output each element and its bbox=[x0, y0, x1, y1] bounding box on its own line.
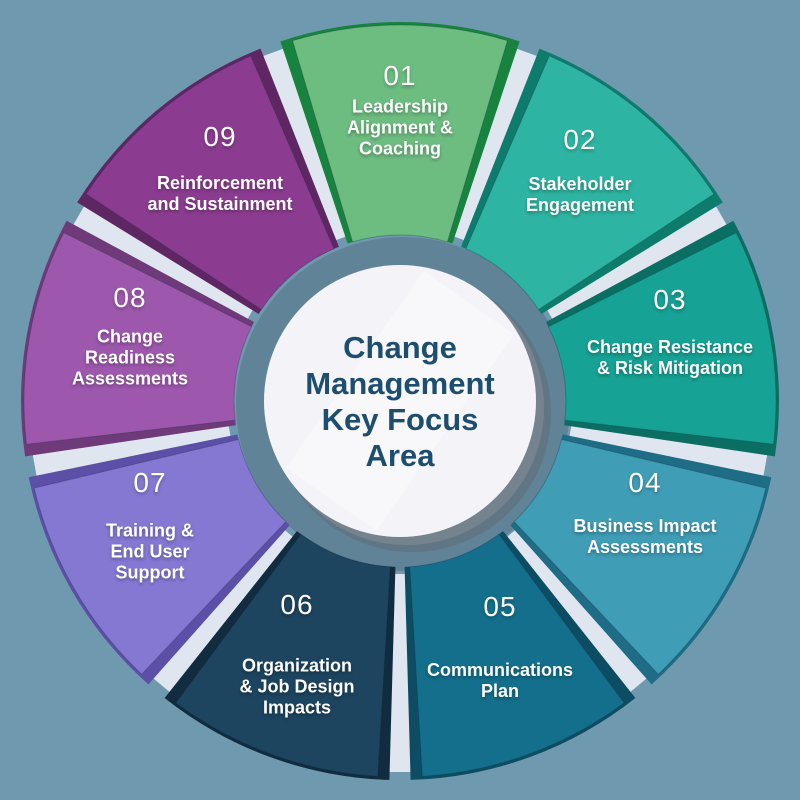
title-line: Change bbox=[343, 330, 457, 365]
separator-wedge bbox=[543, 193, 735, 325]
segment-02-wedge bbox=[465, 55, 715, 311]
segment-05-wedge bbox=[409, 533, 625, 777]
label-line: Stakeholder bbox=[528, 174, 632, 194]
segment-04-number: 04 bbox=[628, 467, 662, 498]
separator-wedge bbox=[141, 525, 298, 702]
label-line: Coaching bbox=[358, 138, 441, 159]
label-line: Alignment & bbox=[347, 117, 453, 138]
segment-03-label: Change Resistance& Risk Mitigation bbox=[587, 337, 753, 379]
segment-08-number: 08 bbox=[113, 282, 147, 313]
segment-08-wedge bbox=[23, 231, 253, 445]
label-line: Readiness bbox=[84, 347, 176, 368]
label-line: Leadership bbox=[351, 96, 449, 117]
title-line: Key Focus bbox=[321, 402, 479, 437]
label-line: Support bbox=[115, 562, 185, 583]
label-line: Reinforcement bbox=[156, 173, 284, 193]
segment-07-wedge bbox=[33, 438, 287, 675]
label-line: End User bbox=[110, 541, 190, 562]
label-line: Training & bbox=[105, 520, 195, 541]
segment-01-number: 01 bbox=[383, 60, 417, 91]
label-line: & Risk Mitigation bbox=[596, 358, 743, 378]
segment-03-number: 03 bbox=[653, 284, 687, 315]
label-line: Communications bbox=[426, 660, 574, 680]
segment-07-number: 07 bbox=[133, 467, 167, 498]
segment-02-number: 02 bbox=[563, 124, 597, 155]
segment-04-wedge bbox=[513, 438, 767, 675]
title-line: Area bbox=[365, 438, 435, 473]
label-line: Impacts bbox=[262, 697, 332, 718]
segment-05-number: 05 bbox=[483, 591, 517, 622]
segment-09-wedge bbox=[85, 55, 335, 311]
label-line: & Job Design bbox=[239, 676, 355, 697]
label-line: Change bbox=[96, 326, 164, 347]
segment-06-wedge bbox=[175, 533, 391, 777]
separator-wedge bbox=[65, 193, 257, 325]
label-line: Change Resistance bbox=[586, 337, 754, 357]
label-line: Assessments bbox=[586, 537, 704, 557]
segment-06-number: 06 bbox=[280, 589, 314, 620]
label-line: Assessments bbox=[71, 368, 189, 389]
separator-wedge bbox=[502, 525, 659, 702]
center-sheen bbox=[286, 271, 514, 531]
segment-09-number: 09 bbox=[203, 121, 237, 152]
label-line: Plan bbox=[480, 681, 520, 701]
label-line: Business Impact bbox=[573, 516, 717, 536]
segment-03-wedge bbox=[547, 231, 777, 445]
center-circle bbox=[264, 265, 536, 537]
label-line: Engagement bbox=[525, 195, 635, 215]
segment-01-wedge bbox=[291, 24, 509, 243]
label-line: and Sustainment bbox=[147, 194, 293, 214]
title-line: Management bbox=[305, 366, 495, 401]
label-line: Organization bbox=[241, 655, 353, 676]
